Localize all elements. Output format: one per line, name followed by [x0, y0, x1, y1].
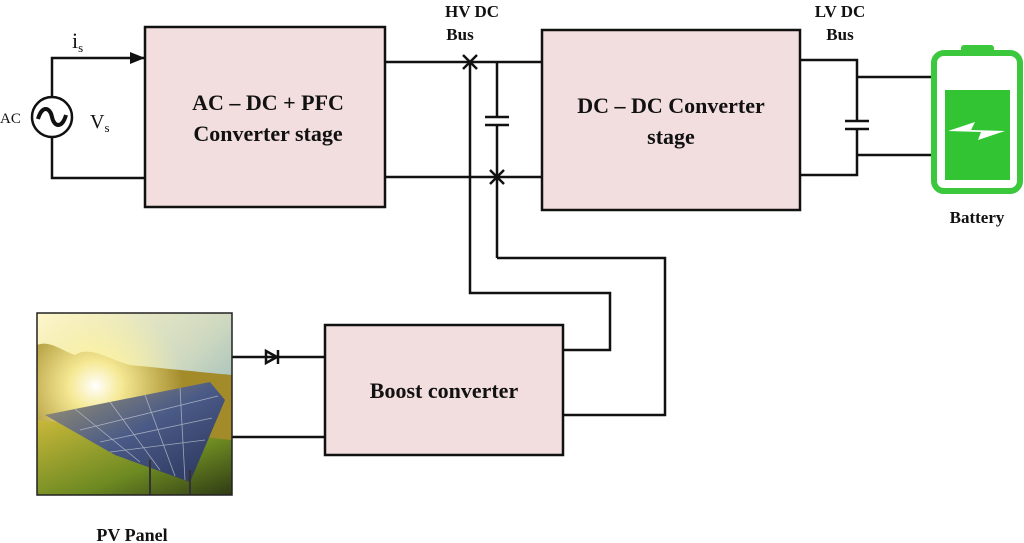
hv-bus-label-line2: Bus: [446, 25, 474, 44]
dcdc-block[interactable]: DC – DC Converter stage: [540, 28, 802, 212]
dcdc-title-line2: stage: [647, 124, 695, 149]
lv-bus-label-line1: LV DC: [815, 2, 866, 21]
pv-panel-label: PV Panel: [96, 525, 167, 543]
capacitor-icon: [485, 115, 509, 127]
lv-bus-label-line2: Bus: [826, 25, 854, 44]
acdc-pfc-block[interactable]: AC – DC + PFC Converter stage: [143, 25, 387, 209]
boost-title: Boost converter: [370, 378, 519, 403]
ac-sine-icon: [30, 95, 74, 139]
wire-lv-bottom: [800, 129, 859, 177]
wire-source-bottom: [50, 137, 150, 180]
acdc-title-line2: Converter stage: [193, 121, 342, 146]
wire-boost-out-top: [468, 62, 612, 352]
dcdc-title-line1: DC – DC Converter: [577, 93, 765, 118]
boost-converter-block[interactable]: Boost converter: [323, 323, 565, 457]
pv-panel-image: [36, 312, 233, 496]
battery-label: Battery: [950, 208, 1005, 227]
wire-boost-out-bottom: [497, 256, 667, 417]
acdc-title-line1: AC – DC + PFC: [192, 90, 344, 115]
diode-icon: [264, 348, 280, 366]
junction-x-icon: [462, 54, 505, 185]
current-label: is: [72, 28, 83, 55]
source-label: AC: [0, 111, 21, 127]
wire-lv-top: [800, 58, 859, 121]
wire-source-top: [50, 56, 145, 97]
current-arrow-icon: [130, 52, 145, 64]
hv-bus-label-line1: HV DC: [445, 2, 499, 21]
voltage-label: Vs: [90, 111, 110, 135]
capacitor-icon: [845, 119, 869, 131]
battery-charging-icon: [931, 45, 1023, 194]
